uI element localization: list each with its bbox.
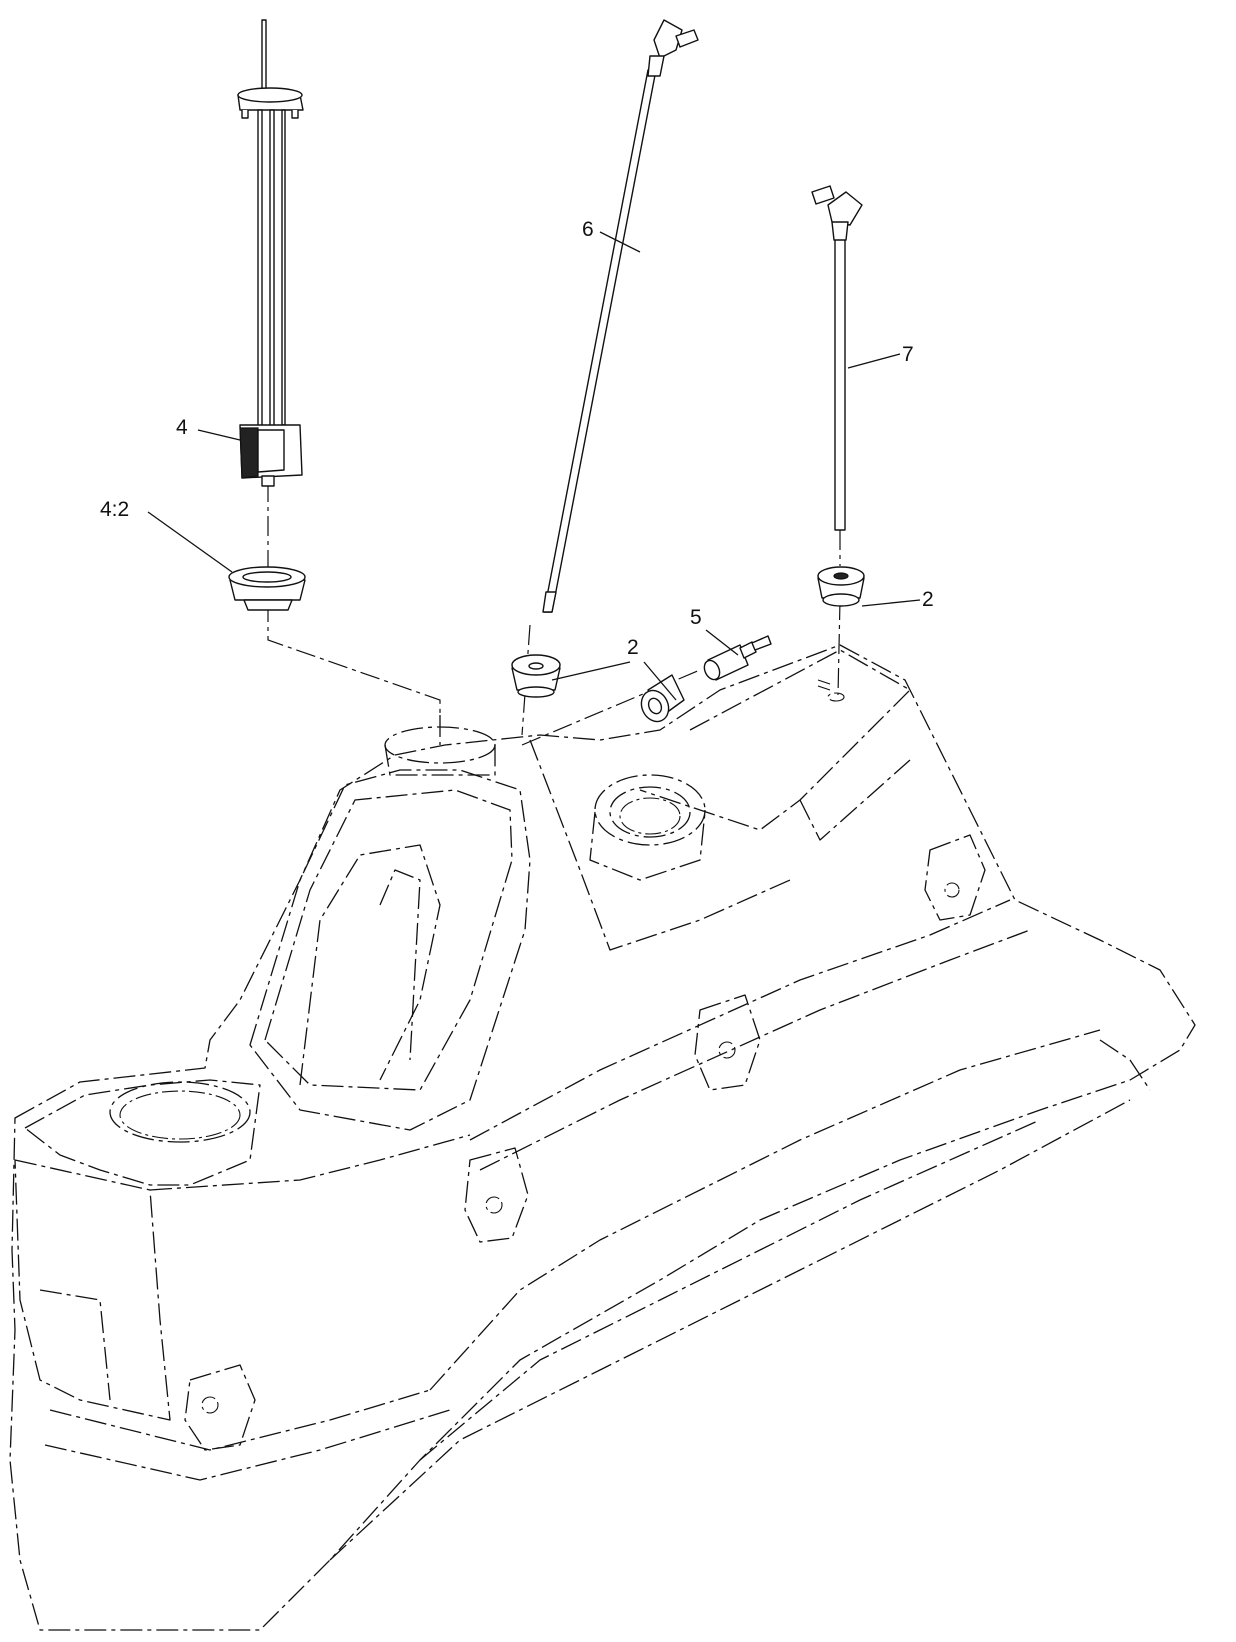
grommet-right	[817, 566, 865, 607]
callout-2-right: 2	[922, 588, 934, 611]
assembly-centerlines	[267, 482, 841, 746]
callout-2-center: 2	[627, 636, 639, 659]
grommet-center-side	[640, 674, 685, 723]
fitting-5	[703, 635, 772, 681]
fuel-sender-assembly	[237, 19, 304, 487]
callout-leaders	[147, 231, 921, 701]
callout-7: 7	[902, 343, 914, 366]
callout-5: 5	[690, 606, 702, 629]
callout-4-2: 4:2	[100, 498, 129, 521]
tube-assembly-6	[542, 19, 699, 613]
callout-6: 6	[582, 218, 594, 241]
callout-4: 4	[176, 416, 188, 439]
sender-grommet	[228, 566, 306, 611]
grommet-center-top	[511, 654, 561, 698]
fuel-tank-body	[9, 644, 1196, 1631]
tube-assembly-7	[811, 185, 863, 531]
